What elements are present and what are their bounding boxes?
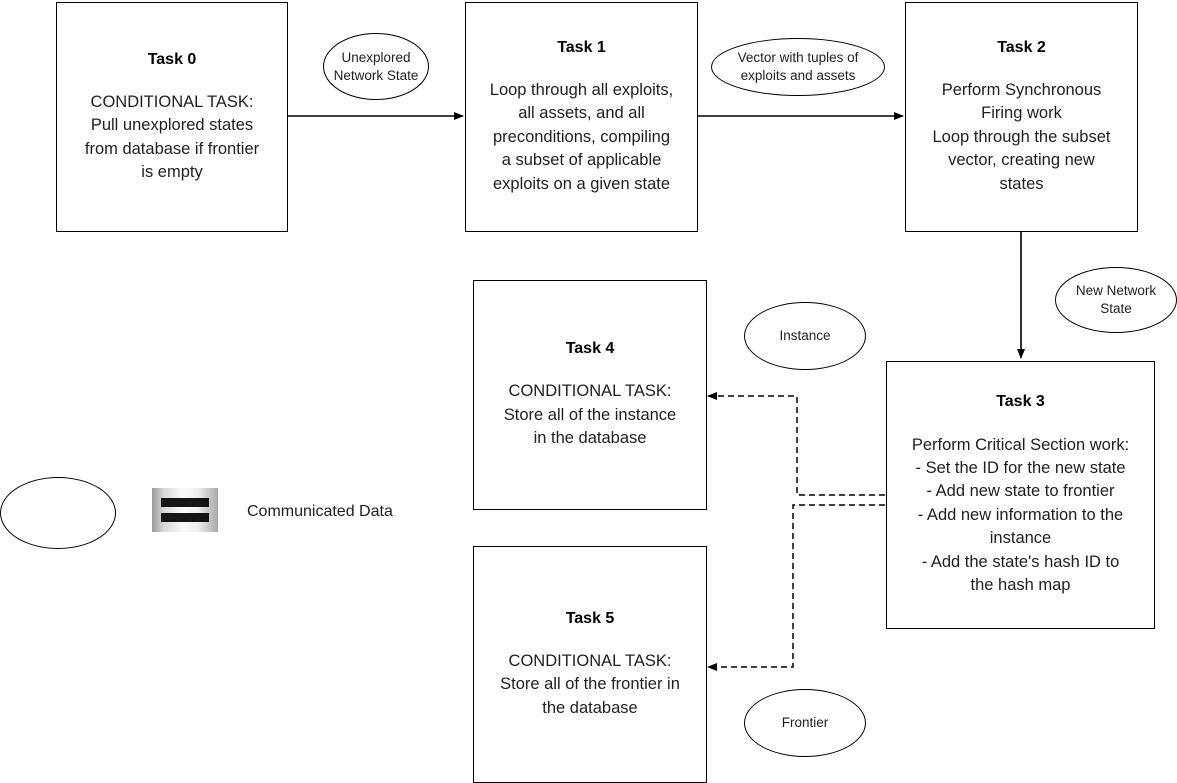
task-box-task1[interactable]: Task 1 Loop through all exploits, all as… bbox=[465, 2, 698, 232]
equals-bar-top bbox=[161, 498, 209, 507]
task-box-task5[interactable]: Task 5 CONDITIONAL TASK: Store all of th… bbox=[473, 546, 707, 783]
data-label-instance[interactable]: Instance bbox=[744, 302, 866, 370]
task-body: CONDITIONAL TASK: Store all of the insta… bbox=[503, 382, 677, 448]
task-title: Task 1 bbox=[557, 38, 606, 56]
arrow-task3-to-task4 bbox=[707, 392, 885, 496]
task-body: Loop through all exploits, all assets, a… bbox=[489, 81, 674, 193]
task-title: Task 3 bbox=[996, 393, 1045, 411]
task-body: Perform Synchronous Firing work Loop thr… bbox=[932, 81, 1111, 193]
task-body: CONDITIONAL TASK: Pull unexplored states… bbox=[84, 92, 260, 182]
task-body: Perform Critical Section work: - Set the… bbox=[911, 435, 1130, 595]
equals-icon bbox=[152, 488, 218, 532]
task-box-task2[interactable]: Task 2 Perform Synchronous Firing work L… bbox=[905, 2, 1138, 232]
legend-label: Communicated Data bbox=[247, 503, 393, 520]
data-label-vector-tuples[interactable]: Vector with tuples of exploits and asset… bbox=[711, 38, 885, 96]
task-title: Task 5 bbox=[565, 609, 615, 627]
task-box-task4[interactable]: Task 4 CONDITIONAL TASK: Store all of th… bbox=[473, 280, 707, 510]
equals-bar-bottom bbox=[161, 513, 209, 522]
task-title: Task 0 bbox=[147, 50, 197, 68]
legend-ellipse-shape bbox=[0, 477, 116, 549]
task-box-task0[interactable]: Task 0 CONDITIONAL TASK: Pull unexplored… bbox=[56, 2, 288, 232]
data-label-unexplored-network-state[interactable]: Unexplored Network State bbox=[323, 33, 429, 100]
data-label-new-network-state[interactable]: New Network State bbox=[1055, 267, 1177, 333]
task-box-task3[interactable]: Task 3 Perform Critical Section work: - … bbox=[886, 361, 1155, 629]
task-title: Task 4 bbox=[565, 340, 615, 358]
task-title: Task 2 bbox=[997, 38, 1046, 56]
data-label-frontier[interactable]: Frontier bbox=[744, 689, 866, 757]
task-body: CONDITIONAL TASK: Store all of the front… bbox=[500, 651, 680, 717]
arrow-task3-to-task5 bbox=[707, 504, 885, 671]
